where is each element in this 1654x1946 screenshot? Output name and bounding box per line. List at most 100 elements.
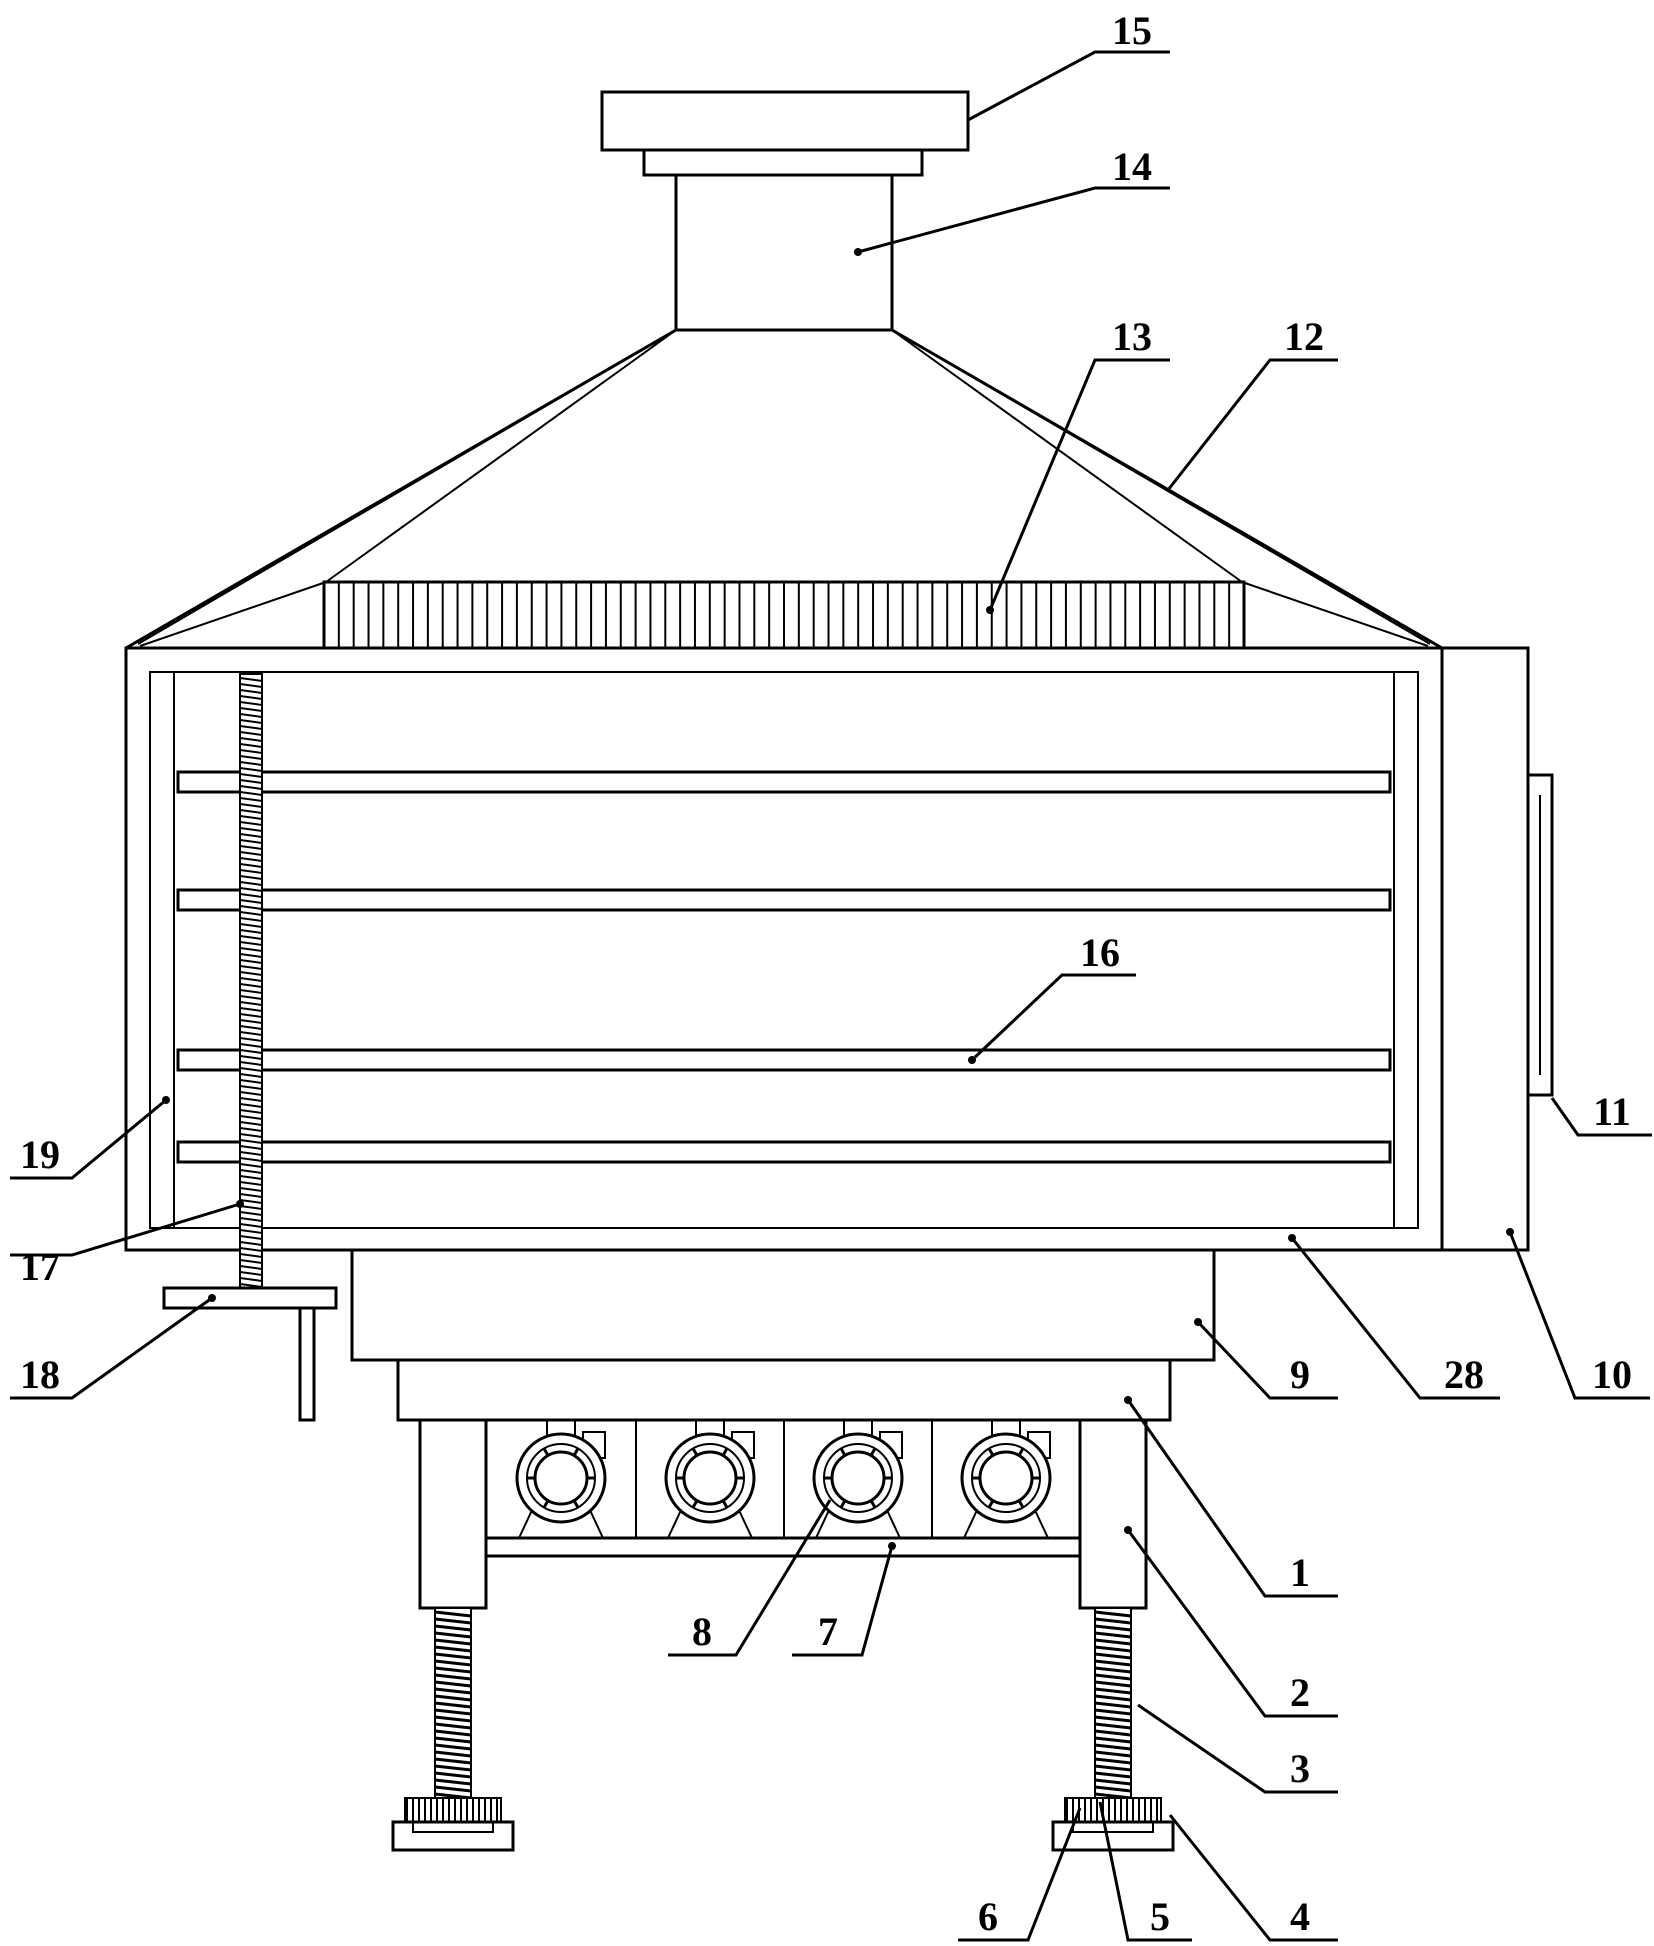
rod-thread [434,1687,472,1695]
motor-fans [485,1419,1081,1539]
rod-thread [1094,1708,1132,1716]
label-6: 6 [978,1894,998,1939]
screw-thread [239,899,263,904]
screw-thread [239,1133,263,1138]
motor-rib [721,1499,729,1509]
screw-thread [239,929,263,934]
screw-thread [239,983,263,988]
rod-thread [434,1659,472,1667]
label-9: 9 [1290,1352,1310,1397]
motor-hub [533,1450,589,1506]
screw-thread [239,803,263,808]
label-16: 16 [1080,930,1120,975]
screw-thread [239,935,263,940]
screw-thread [239,941,263,946]
screw-thread [239,749,263,754]
screw-thread [239,719,263,724]
screw-thread [239,857,263,862]
label-17: 17 [20,1244,60,1289]
rod-thread [1094,1757,1132,1765]
screw-thread [239,815,263,820]
label-3: 3 [1290,1746,1310,1791]
screw-thread [239,1139,263,1144]
screw-thread [239,1127,263,1132]
rod-thread [1094,1694,1132,1702]
screw-thread [239,809,263,814]
screw-thread [239,1031,263,1036]
rod-thread [1094,1680,1132,1688]
motor-hub [978,1450,1034,1506]
screw-thread [239,1193,263,1198]
screw-thread [239,743,263,748]
screw-thread [239,1019,263,1024]
foot-pad [1051,1820,1175,1852]
motor-rib [1017,1499,1025,1509]
rod-thread [1094,1610,1132,1618]
motor-rib [721,1447,729,1457]
screw-thread [239,1205,263,1210]
label-11: 11 [1593,1089,1631,1134]
label-28: 28 [1444,1352,1484,1397]
screw-thread [239,893,263,898]
screw-thread [239,947,263,952]
left-leg [418,1418,488,1610]
screw-thread [239,1235,263,1240]
rod-thread [434,1757,472,1765]
screw-thread [239,1085,263,1090]
motor-rib [987,1447,995,1457]
motor-rib [987,1499,995,1509]
screw-thread [239,1211,263,1216]
motor-rib [869,1499,877,1509]
motor-hub [830,1450,886,1506]
motor-rib [1017,1447,1025,1457]
label-10: 10 [1592,1352,1632,1397]
rod-thread [434,1708,472,1716]
rod-thread [1094,1722,1132,1730]
leader-lines [10,50,1652,1942]
screw-thread [239,1151,263,1156]
rod-thread [1094,1673,1132,1681]
rod-thread [1094,1666,1132,1674]
rod-thread [1094,1764,1132,1772]
motor-rib [691,1499,699,1509]
label-1: 1 [1290,1550,1310,1595]
label-7: 7 [818,1609,838,1654]
screw-thread [239,887,263,892]
label-8: 8 [692,1609,712,1654]
rod-thread [434,1743,472,1751]
screw-thread [239,683,263,688]
foot-pad [391,1820,515,1852]
rod-thread [434,1750,472,1758]
screw-thread [239,881,263,886]
screw-thread [239,1037,263,1042]
rod-thread [434,1617,472,1625]
motor-rib [839,1447,847,1457]
rod-thread [1094,1750,1132,1758]
label-12: 12 [1284,314,1324,359]
shelf [176,1140,1392,1164]
screw-thread [239,1109,263,1114]
rod-thread [1094,1771,1132,1779]
screw-thread [239,821,263,826]
shelves [176,770,1392,1164]
rod-thread [1094,1624,1132,1632]
screw-thread [239,1157,263,1162]
rod-thread [434,1624,472,1632]
screw-thread [239,1049,263,1054]
rod-thread [434,1722,472,1730]
motor-rib [542,1499,550,1509]
screw-thread [239,791,263,796]
screw-thread [239,1259,263,1264]
screw-thread [239,1097,263,1102]
top-cap [600,90,970,152]
rod-thread [434,1673,472,1681]
label-5: 5 [1150,1894,1170,1939]
screw-thread [239,1163,263,1168]
rod-thread [434,1729,472,1737]
part-labels: 15 14 13 12 16 19 17 18 9 28 10 11 1 2 3… [20,8,1632,1939]
rod-thread [434,1645,472,1653]
grille-bars [337,582,1231,648]
rod-thread [1094,1617,1132,1625]
